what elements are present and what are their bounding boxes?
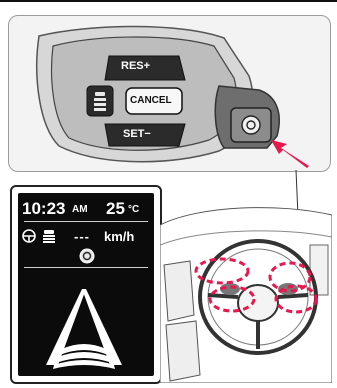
set-speed: --- <box>74 229 90 244</box>
icon-divider <box>24 267 148 268</box>
clock-ampm: AM <box>72 204 88 215</box>
temperature-unit: °C <box>128 204 139 215</box>
set-button-label: SET− <box>123 128 151 140</box>
steering-switch-closeup: RES+ CANCEL SET− <box>8 15 331 172</box>
res-button-label: RES+ <box>121 60 150 72</box>
lane-trace-icon <box>78 247 96 265</box>
speed-unit: km/h <box>104 229 134 244</box>
cancel-button-label: CANCEL <box>130 95 172 106</box>
outside-temperature: 25 <box>106 199 125 219</box>
top-rule <box>0 0 337 2</box>
switch-housing-illustration <box>9 16 330 171</box>
lane-lines-icon <box>18 283 150 373</box>
multi-information-display: 10:23 AM 25 °C --- km/h <box>10 185 162 384</box>
clock-time: 10:23 <box>22 199 65 219</box>
status-icons <box>20 227 64 245</box>
display-screen: 10:23 AM 25 °C --- km/h <box>18 193 154 376</box>
pointer-arrow-icon <box>271 140 309 168</box>
radar-cruise-icon <box>43 230 55 243</box>
header-divider <box>24 221 148 222</box>
steering-icon <box>23 230 35 242</box>
cockpit-illustration <box>160 185 332 383</box>
